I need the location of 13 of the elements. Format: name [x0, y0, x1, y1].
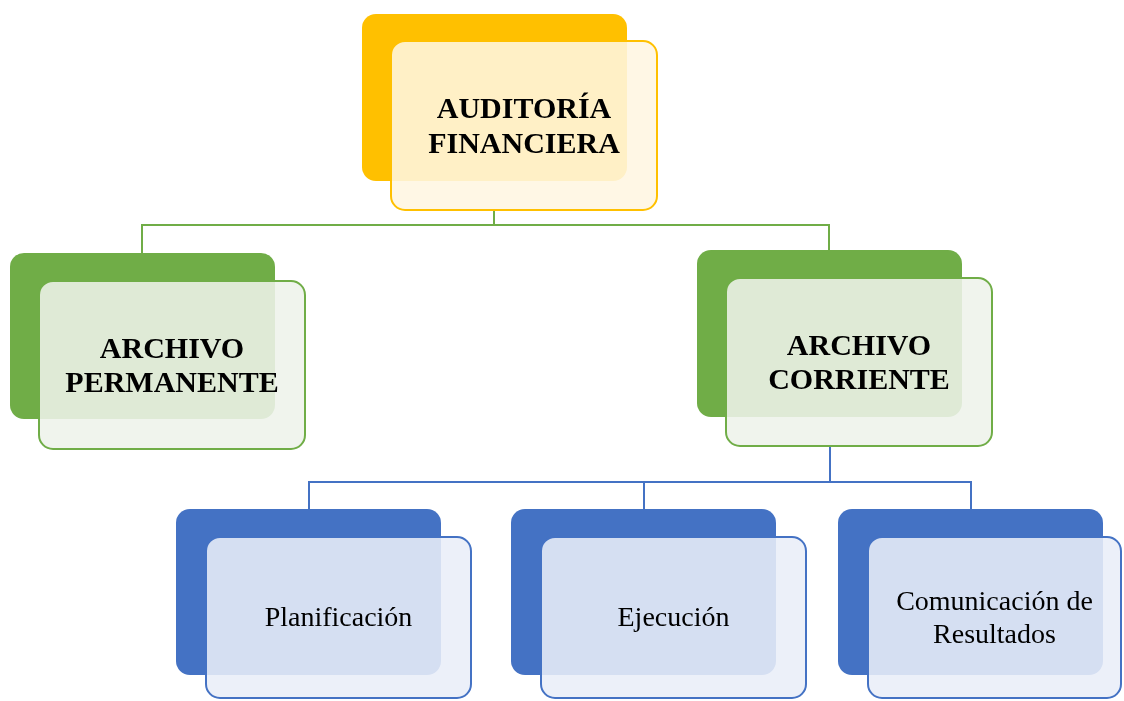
- stacked-box: [176, 509, 472, 699]
- box-label: AUDITORÍA FINANCIERA: [427, 90, 621, 161]
- box-label: Planificación: [263, 600, 414, 635]
- box-label: Ejecución: [616, 600, 731, 635]
- box-label: ARCHIVO PERMANENTE: [64, 329, 280, 400]
- stacked-box: [362, 14, 658, 211]
- stacked-box: [511, 509, 807, 699]
- box-label: Comunicación de Resultados: [895, 584, 1094, 651]
- stacked-box: [697, 250, 993, 447]
- stacked-box: [10, 253, 306, 450]
- connector-line: [493, 210, 830, 251]
- box-label: ARCHIVO CORRIENTE: [767, 326, 951, 397]
- stacked-box: [838, 509, 1122, 699]
